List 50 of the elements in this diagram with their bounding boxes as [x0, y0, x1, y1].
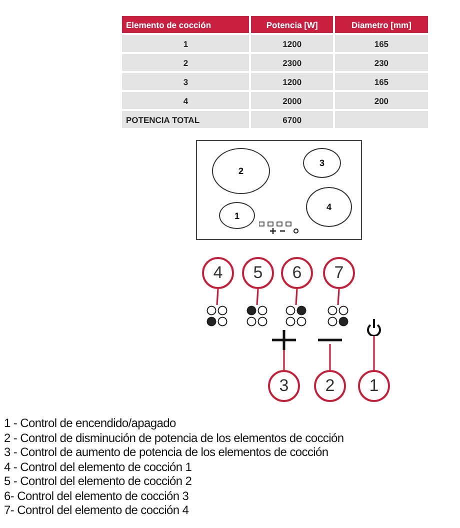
table-cell: 165: [334, 35, 428, 52]
burner-circle: 1: [219, 202, 255, 229]
table-cell: 1: [122, 35, 250, 52]
leader-line: [256, 288, 259, 306]
table-header-cell: Elemento de cocción: [122, 16, 250, 33]
legend-note: 1 - Control de encendido/apagado: [4, 416, 176, 430]
minus-sign-icon: [318, 336, 342, 344]
callout-number: 2: [314, 370, 346, 402]
leader-line: [216, 288, 219, 306]
callout-number: 6: [281, 257, 313, 289]
burner-circle: 3: [303, 148, 341, 178]
leader-line: [295, 288, 298, 306]
table-cell: 1200: [251, 73, 333, 90]
table-cell: 1200: [251, 35, 333, 52]
plus-sign-icon: [272, 330, 296, 350]
leader-line: [283, 350, 285, 370]
table-cell: 6700: [251, 111, 333, 128]
leader-line: [373, 336, 375, 370]
legend-note: 3 - Control de aumento de potencia de los elementos de cocción: [4, 445, 328, 459]
legend-note: 6- Control del elemento de cocción 3: [4, 488, 189, 502]
table-cell: 2300: [251, 54, 333, 71]
callout-number: 1: [358, 370, 390, 402]
table-cell: 230: [334, 54, 428, 71]
callout-number: 7: [323, 257, 355, 289]
legend-note: 4 - Control del elemento de cocción 1: [4, 460, 192, 474]
legend-note: 7- Control del elemento de cocción 4: [4, 503, 189, 517]
table-cell: 165: [334, 73, 428, 90]
table-cell: 2: [122, 54, 250, 71]
leader-line: [337, 288, 340, 306]
leader-line: [329, 344, 331, 370]
callout-number: 5: [242, 257, 274, 289]
power-icon: [366, 318, 382, 336]
cooktop-outline: [196, 140, 362, 240]
table-header-cell: Potencia [W]: [251, 16, 333, 33]
indicator-dots-icon: [246, 305, 268, 327]
indicator-dots-icon: [327, 305, 349, 327]
table-cell: 4: [122, 92, 250, 109]
table-cell: POTENCIA TOTAL: [122, 111, 250, 128]
table-cell: 3: [122, 73, 250, 90]
legend-note: 5 - Control del elemento de cocción 2: [4, 474, 192, 488]
burner-circle: 2: [212, 148, 270, 194]
table-cell: 2000: [251, 92, 333, 109]
legend-note: 2 - Control de disminución de potencia de los elementos de cocción: [4, 430, 344, 444]
callout-number: 4: [202, 257, 234, 289]
table-header-cell: Diametro [mm]: [334, 16, 428, 33]
burner-circle: 4: [306, 187, 352, 227]
indicator-dots-icon: [206, 305, 228, 327]
callout-number: 3: [268, 370, 300, 402]
indicator-dots-icon: [285, 305, 307, 327]
table-cell: 200: [334, 92, 428, 109]
